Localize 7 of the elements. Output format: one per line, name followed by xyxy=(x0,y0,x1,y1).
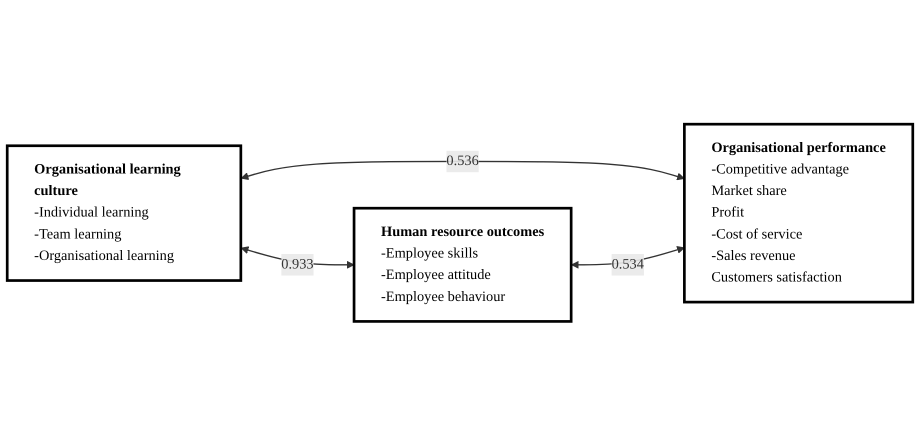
node-box: Organisational performance -Competitive advantage Market share Profit -Cost of service -Sales revenue Customers satisfaction xyxy=(683,123,914,304)
node-box: Human resource outcomes -Employee skills -Employee attitude -Employee behaviour xyxy=(352,207,572,323)
node-box: Organisational learning culture -Individual learning -Team learning -Organisational learning xyxy=(6,144,242,282)
arrow xyxy=(240,160,685,180)
edge-label: 0.933 xyxy=(281,256,314,272)
edge-label: 0.534 xyxy=(612,256,644,272)
edge-label: 0.536 xyxy=(446,154,479,169)
